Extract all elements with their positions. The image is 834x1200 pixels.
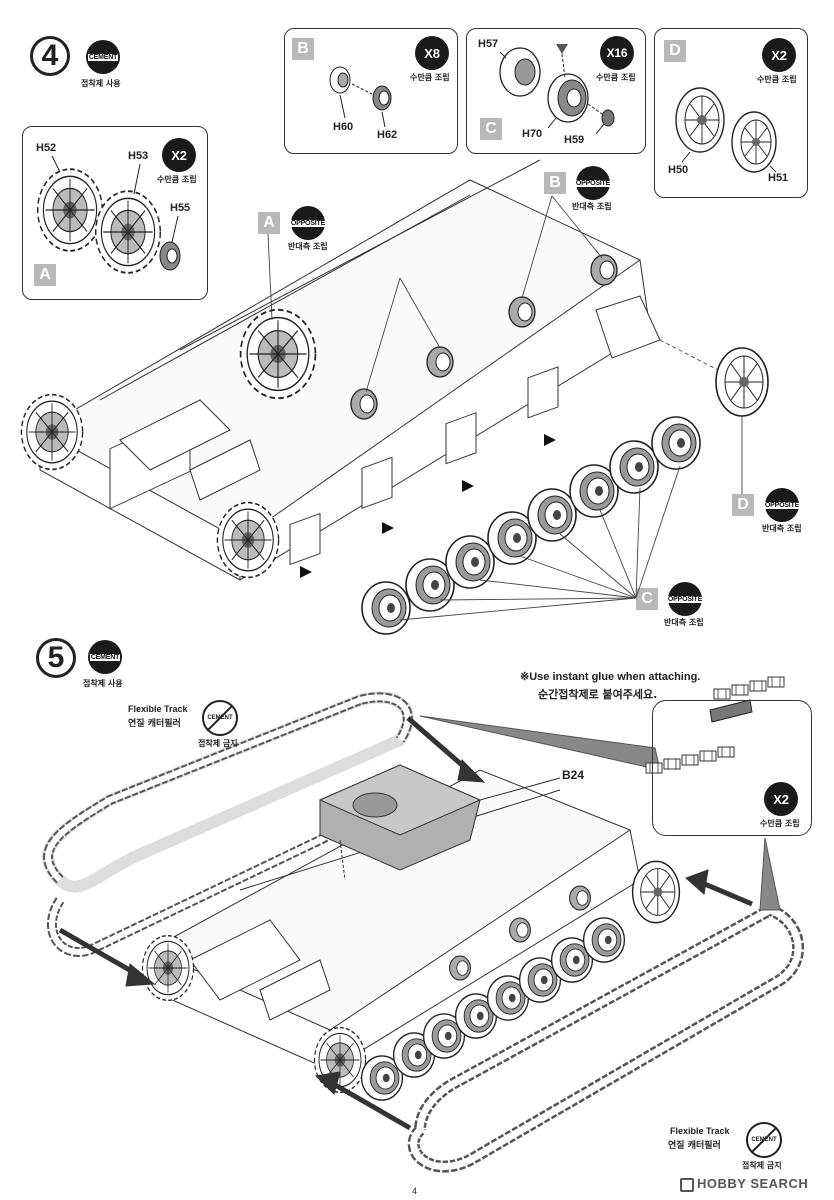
box-c-tag: C (480, 118, 502, 140)
step-5-number: 5 (36, 638, 76, 678)
page-number: 4 (412, 1186, 418, 1196)
callout-a-tag: A (258, 212, 280, 234)
hull-step5 (148, 769, 641, 1071)
glue-note-ko: 순간접착제로 붙여주세요. (538, 688, 658, 701)
step-4-number: 4 (30, 36, 70, 76)
step5-count-badge: X2 (764, 782, 798, 816)
box-c-count: X16 (600, 36, 634, 70)
part-h62: H62 (377, 129, 398, 141)
part-h60: H60 (333, 121, 354, 133)
step5-count-note: 수만큼 조립 (760, 819, 800, 828)
flexible-track-bottom (407, 903, 804, 1173)
track-top-note: 접착제 금지 (198, 739, 238, 748)
callout-c-opposite-badge: OPPOSITE (666, 582, 704, 616)
cement-note-step5: 접착제 사용 (83, 679, 123, 688)
callout-b2-note: 반대측 조립 (572, 202, 612, 211)
part-h57: H57 (478, 38, 499, 50)
box-a-count: X2 (162, 138, 196, 172)
cement-badge: CEMENT (86, 40, 120, 74)
callout-b1-tag: B (390, 256, 412, 278)
watermark-logo-icon (680, 1177, 694, 1192)
part-h50: H50 (668, 164, 689, 176)
track-bottom-title-ko: 연질 캐터필러 (668, 1141, 721, 1151)
callout-d-tag: D (732, 494, 754, 516)
part-h55: H55 (170, 202, 191, 214)
callout-d-note: 반대측 조립 (762, 524, 802, 533)
part-h51: H51 (768, 172, 789, 184)
track-top-title: Flexible Track (128, 704, 188, 714)
part-b24-label: B24 (562, 768, 585, 782)
callout-b2-tag: B (544, 172, 566, 194)
watermark: HOBBY SEARCH (680, 1176, 808, 1192)
glue-detail-box (652, 700, 812, 836)
box-d-tag: D (664, 40, 686, 62)
track-bottom-note: 접착제 금지 (742, 1161, 782, 1170)
callout-c-tag: C (636, 588, 658, 610)
track-top-title-ko: 연질 캐터필러 (128, 719, 181, 729)
callout-b1-opposite-badge: OPPOSITE (420, 250, 458, 284)
box-d-count: X2 (762, 38, 796, 72)
callout-a-note: 반대측 조립 (288, 242, 328, 251)
box-b-count: X8 (415, 36, 449, 70)
cement-badge-step5: CEMENT (88, 640, 122, 674)
box-b-count-note: 수만큼 조립 (410, 73, 450, 82)
part-h52: H52 (36, 142, 57, 154)
box-b-tag: B (292, 38, 314, 60)
glue-note-en: ※Use instant glue when attaching. (520, 671, 701, 683)
callout-b1-note: 반대측 조립 (418, 286, 458, 295)
arrow-icons (58, 716, 753, 1131)
box-a-tag: A (34, 264, 56, 286)
callout-d-opposite-badge: OPPOSITE (763, 488, 801, 522)
part-h70: H70 (522, 128, 543, 140)
callout-b2-opposite-badge: OPPOSITE (574, 166, 612, 200)
flexible-track-top (42, 691, 414, 957)
cement-note: 접착제 사용 (81, 79, 121, 88)
box-d-count-note: 수만큼 조립 (757, 75, 797, 84)
callout-a-opposite-badge: OPPOSITE (289, 206, 327, 240)
box-c-count-note: 수만큼 조립 (596, 73, 636, 82)
no-cement-icon: CEMENT (202, 700, 238, 736)
track-bottom-title: Flexible Track (670, 1126, 730, 1136)
part-h59: H59 (564, 134, 585, 146)
callout-c-note: 반대측 조립 (664, 618, 704, 627)
no-cement-icon-bottom: CEMENT (746, 1122, 782, 1158)
part-h53: H53 (128, 150, 149, 162)
box-a-count-note: 수만큼 조립 (157, 175, 197, 184)
part-b24-drawing (318, 764, 561, 881)
